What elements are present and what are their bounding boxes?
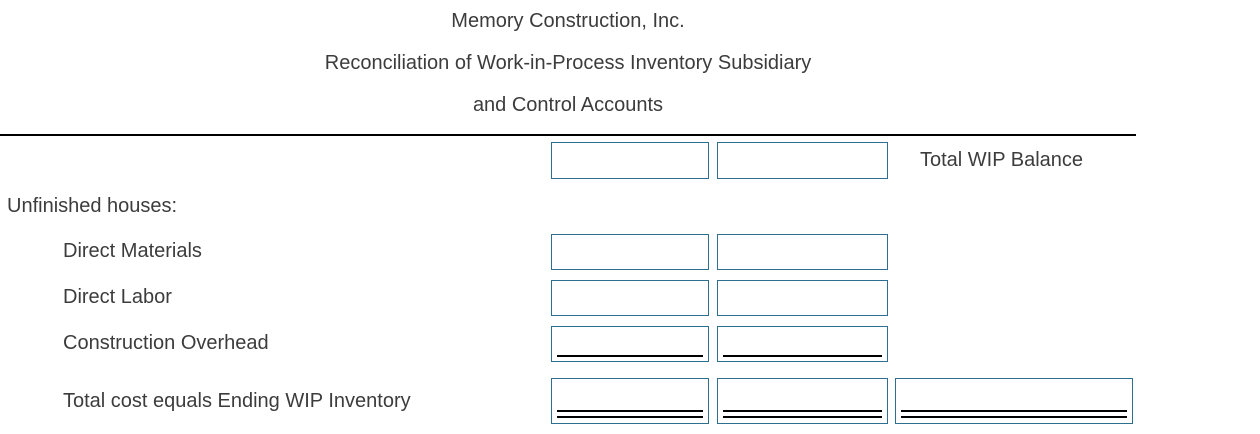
row-spacer (0, 367, 1260, 376)
header-input-col1[interactable] (551, 142, 709, 179)
header-divider-rule (0, 134, 1136, 136)
direct-materials-input-col2[interactable] (717, 234, 888, 270)
direct-labor-input-col1[interactable] (551, 280, 709, 316)
total-cell-col2[interactable] (717, 378, 888, 424)
table-row: Direct Materials (0, 229, 1260, 275)
section-label-unfinished-houses: Unfinished houses: (7, 195, 178, 217)
table-row-total: Total cost equals Ending WIP Inventory (0, 376, 1260, 426)
direct-labor-input-col2[interactable] (717, 280, 888, 316)
construction-overhead-cell-col2[interactable] (717, 326, 888, 362)
section-heading-row: Unfinished houses: (0, 184, 1260, 229)
worksheet-header-row: Total WIP Balance (0, 136, 1260, 184)
report-title-line-2: Reconciliation of Work-in-Process Invent… (324, 52, 812, 74)
table-row: Construction Overhead (0, 321, 1260, 367)
construction-overhead-cell-col1[interactable] (551, 326, 709, 362)
table-row: Direct Labor (0, 275, 1260, 321)
total-cell-col3[interactable] (895, 378, 1133, 424)
total-cell-col1[interactable] (551, 378, 709, 424)
report-title-line-3: and Control Accounts (472, 94, 664, 116)
row-label-direct-materials: Direct Materials (63, 240, 202, 262)
row-label-total-cost-ending-wip: Total cost equals Ending WIP Inventory (63, 390, 411, 412)
direct-materials-input-col1[interactable] (551, 234, 709, 270)
document-title-block: Memory Construction, Inc. Reconciliation… (0, 0, 1260, 118)
row-label-direct-labor: Direct Labor (63, 286, 172, 308)
row-label-construction-overhead: Construction Overhead (63, 332, 269, 354)
company-name: Memory Construction, Inc. (451, 10, 685, 32)
reconciliation-worksheet: Total WIP Balance Unfinished houses: Dir… (0, 136, 1260, 426)
total-wip-balance-label: Total WIP Balance (920, 149, 1084, 171)
header-input-col2[interactable] (717, 142, 888, 179)
